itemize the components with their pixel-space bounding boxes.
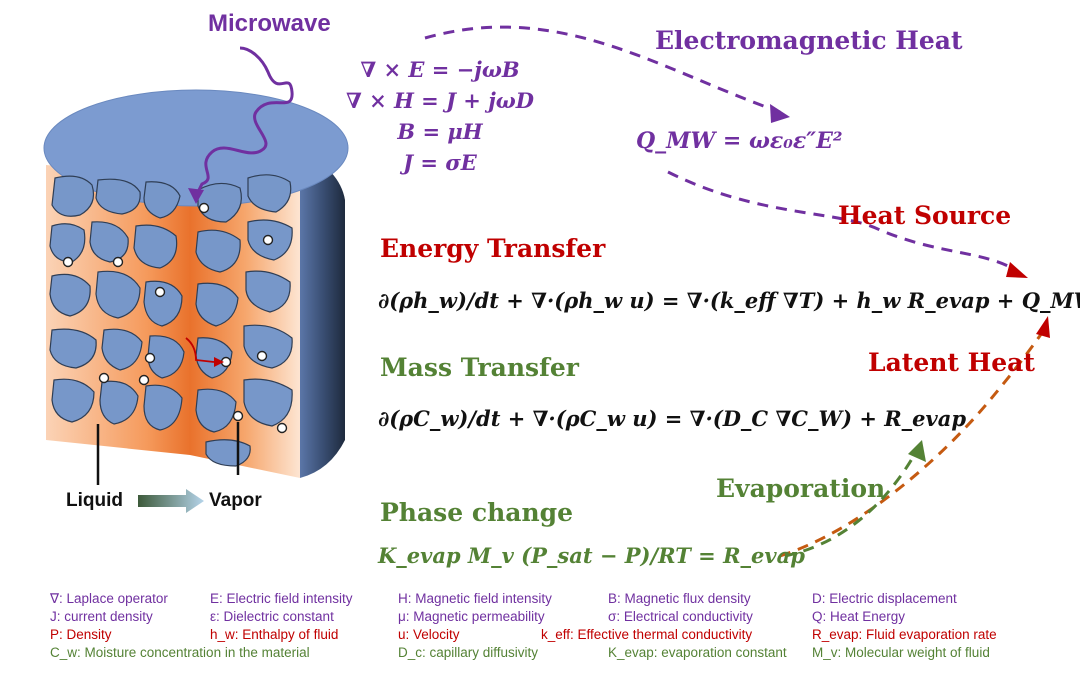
legend-item: C_w: Moisture concentration in the mater… <box>50 645 310 660</box>
legend-item: K_evap: evaporation constant <box>608 645 787 660</box>
legend-item: Q: Heat Energy <box>812 609 906 624</box>
legend-item: D: Electric displacement <box>812 591 957 606</box>
legend-item: ∇: Laplace operator <box>50 591 168 606</box>
energy-equation: ∂(ρh_w)/dt + ∇·(ρh_w u) = ∇·(k_eff ∇T) +… <box>378 288 1080 313</box>
evaporation-label: Evaporation <box>716 474 886 503</box>
maxwell-eq-1: ∇ × E = −jωB <box>360 57 520 82</box>
phase-change-label: Phase change <box>380 498 574 527</box>
legend-item: J: current density <box>50 609 153 624</box>
legend-item: B: Magnetic flux density <box>608 591 751 606</box>
liquid-label: Liquid <box>66 490 123 511</box>
energy-transfer-label: Energy Transfer <box>380 234 606 263</box>
maxwell-eq-2: ∇ × H = J + jωD <box>345 88 535 113</box>
liquid-to-vapor-arrow-icon <box>138 489 204 513</box>
mass-equation: ∂(ρC_w)/dt + ∇·(ρC_w u) = ∇·(D_C ∇C_W) +… <box>378 406 967 431</box>
phase-equation: K_evap M_v (P_sat − P)/RT = R_evap <box>378 543 805 568</box>
legend-item: R_evap: Fluid evaporation rate <box>812 627 997 642</box>
legend-item: k_eff: Effective thermal conductivity <box>541 627 753 642</box>
legend-item: H: Magnetic field intensity <box>398 591 552 606</box>
legend-item: D_c: capillary diffusivity <box>398 645 539 660</box>
legend-item: u: Velocity <box>398 627 460 642</box>
latent-heat-label: Latent Heat <box>868 348 1035 377</box>
legend-item: ε: Dielectric constant <box>210 609 334 624</box>
maxwell-equations: ∇ × E = −jωB ∇ × H = J + jωD B = μH J = … <box>330 54 550 178</box>
maxwell-eq-3: B = μH <box>397 119 483 144</box>
legend-item: P: Density <box>50 627 112 642</box>
microwave-wave-icon <box>194 46 294 197</box>
microwave-label: Microwave <box>208 10 331 37</box>
legend-item: σ: Electrical conductivity <box>608 609 753 624</box>
mass-transfer-label: Mass Transfer <box>380 353 579 382</box>
legend-item: h_w: Enthalpy of fluid <box>210 627 339 642</box>
q-mw-equation: Q_MW = ωε₀ε″E² <box>636 128 843 154</box>
legend-item: M_v: Molecular weight of fluid <box>812 645 990 660</box>
maxwell-eq-4: J = σE <box>403 150 477 175</box>
heat-source-label: Heat Source <box>838 201 1012 230</box>
legend-item: E: Electric field intensity <box>210 591 353 606</box>
legend-item: μ: Magnetic permeability <box>398 609 545 624</box>
vapor-label: Vapor <box>209 490 262 511</box>
em-heat-label: Electromagnetic Heat <box>655 26 963 55</box>
